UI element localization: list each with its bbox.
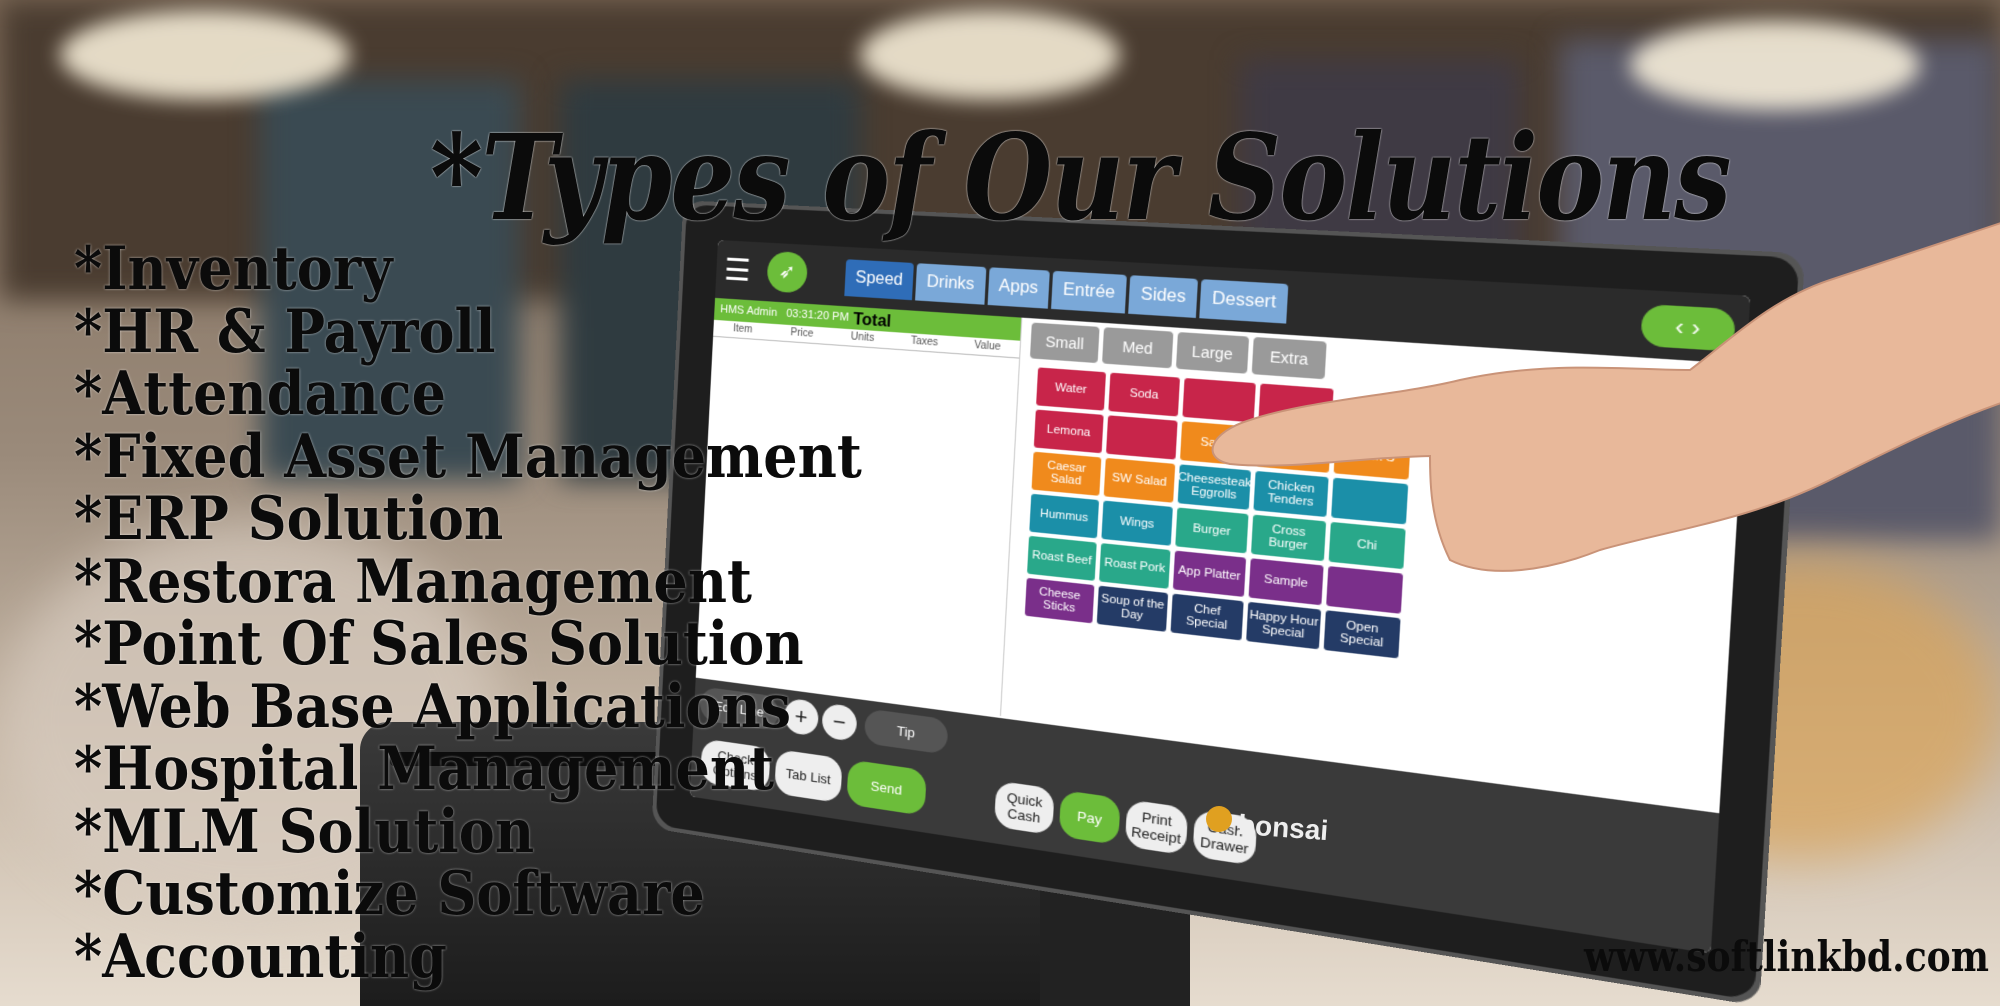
- menu-item-tile[interactable]: [1403, 619, 1482, 668]
- menu-item-tile[interactable]: Happy Hour Special: [1246, 602, 1321, 650]
- solution-item: *Accounting: [74, 926, 862, 989]
- size-tab-small[interactable]: Small: [1030, 323, 1100, 364]
- column-header: Value: [955, 336, 1020, 357]
- monitor-stand: [1040, 860, 1190, 1006]
- menu-item-tile[interactable]: Lemona: [1034, 410, 1104, 454]
- solution-item: *Hospital Management: [74, 738, 862, 801]
- pointing-hand: [1130, 220, 2000, 580]
- solution-item: *Customize Software: [74, 863, 862, 926]
- menu-item-tile[interactable]: Cheese Sticks: [1025, 578, 1095, 624]
- ceiling-lamp: [860, 10, 1120, 100]
- page-title: *Types of Our Solutions: [430, 108, 1730, 247]
- solutions-list: *Inventory *HR & Payroll *Attendance *Fi…: [74, 238, 949, 988]
- hand-shape: [1213, 220, 2000, 571]
- solution-item: *Point Of Sales Solution: [74, 613, 862, 676]
- menu-item-tile[interactable]: Soup of the Day: [1097, 586, 1168, 632]
- solution-item: *Restora Management: [74, 551, 862, 614]
- website-url[interactable]: www.softlinkbd.com: [1584, 932, 1989, 981]
- solution-item: *ERP Solution: [74, 488, 862, 551]
- menu-item-tile[interactable]: Caesar Salad: [1032, 452, 1102, 496]
- menu-item-tile[interactable]: Water: [1036, 367, 1106, 410]
- category-tab-apps[interactable]: Apps: [987, 267, 1050, 308]
- solution-item: *Fixed Asset Management: [74, 426, 862, 489]
- menu-item-tile[interactable]: [1406, 574, 1485, 622]
- menu-item-tile[interactable]: Hummus: [1029, 494, 1099, 539]
- print-receipt-button[interactable]: Print Receipt: [1125, 799, 1188, 855]
- pay-button[interactable]: Pay: [1059, 790, 1121, 845]
- menu-item-tile[interactable]: Roast Beef: [1027, 536, 1097, 581]
- menu-item-tile[interactable]: Chef Special: [1171, 594, 1244, 641]
- ceiling-lamp: [60, 10, 350, 100]
- ceiling-lamp: [1630, 20, 1920, 110]
- quick-cash-button[interactable]: Quick Cash: [994, 781, 1055, 836]
- solution-item: *Inventory: [74, 238, 862, 301]
- solution-item: *MLM Solution: [74, 801, 862, 864]
- cash-drawer-button[interactable]: Cash Drawer: [1192, 809, 1257, 866]
- solution-item: *HR & Payroll: [74, 301, 862, 364]
- solution-item: *Attendance: [74, 363, 862, 426]
- menu-item-tile[interactable]: Open Special: [1324, 610, 1401, 658]
- category-tab-entree[interactable]: Entrée: [1051, 271, 1127, 314]
- solution-item: *Web Base Applications: [74, 676, 862, 739]
